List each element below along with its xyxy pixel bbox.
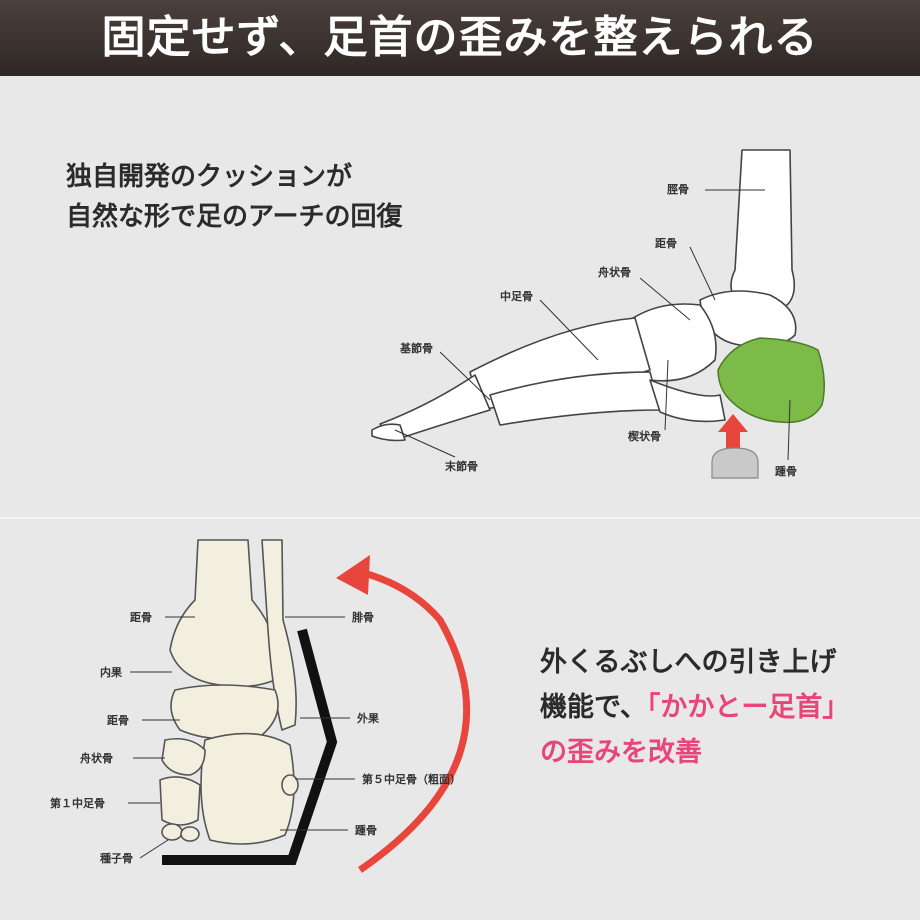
label-shujokotsu-top: 舟状骨 — [598, 265, 631, 279]
curved-arrow-head-icon — [336, 555, 370, 595]
bottom-caption: 外くるぶしへの引き上げ 機能で、「かかとー足首」 の歪みを改善 — [540, 640, 849, 775]
bottom-caption-line2: 機能で、「かかとー足首」 — [540, 685, 849, 730]
label-shokotsu-bottom: 踵骨 — [355, 823, 377, 837]
top-caption-line2: 自然な形で足のアーチの回復 — [66, 202, 403, 232]
label-naika: 内果 — [100, 665, 122, 679]
section-divider — [0, 517, 920, 519]
label-kyokotsu-top: 距骨 — [655, 237, 677, 250]
support-dome — [711, 447, 759, 479]
top-caption-line1: 独自開発のクッションが — [66, 162, 353, 192]
bottom-caption-highlight: 「かかとー足首」 — [646, 692, 850, 723]
top-caption: 独自開発のクッションが 自然な形で足のアーチの回復 — [66, 157, 402, 237]
label-gaika: 外果 — [356, 711, 379, 725]
label-dai5: 第５中足骨（粗面） — [362, 772, 461, 786]
label-shujokotsu-bottom: 舟状骨 — [80, 751, 113, 765]
label-dai1: 第１中足骨 — [50, 796, 105, 810]
label-massetsukotsu-top: 末節骨 — [444, 459, 478, 473]
bottom-caption-prefix: 機能で、 — [540, 692, 647, 723]
label-shushikotsu: 種子骨 — [100, 851, 133, 865]
label-kyokotsu2: 距骨 — [107, 714, 129, 727]
label-shokotsu-top: 踵骨 — [775, 464, 797, 478]
heel-cushion — [717, 337, 825, 424]
bottom-caption-line3: の歪みを改善 — [540, 737, 702, 768]
label-ketsujokotsu-top: 楔状骨 — [628, 429, 661, 443]
label-keikotsu-top: 脛骨 — [667, 183, 689, 196]
header-bar: 固定せず、足首の歪みを整えられる — [0, 0, 920, 76]
page-title: 固定せず、足首の歪みを整えられる — [101, 12, 819, 63]
ankle-brace — [162, 628, 338, 865]
label-chusokotsu-top: 中足骨 — [500, 289, 533, 303]
label-kyokotsu-bottom: 距骨 — [130, 611, 152, 624]
label-keikotsu-bottom: 腓骨 — [352, 610, 374, 624]
curved-arrow-icon — [358, 568, 471, 873]
label-kisetsukotsu-top: 基節骨 — [399, 341, 433, 355]
bottom-caption-line1: 外くるぶしへの引き上げ — [540, 647, 837, 678]
